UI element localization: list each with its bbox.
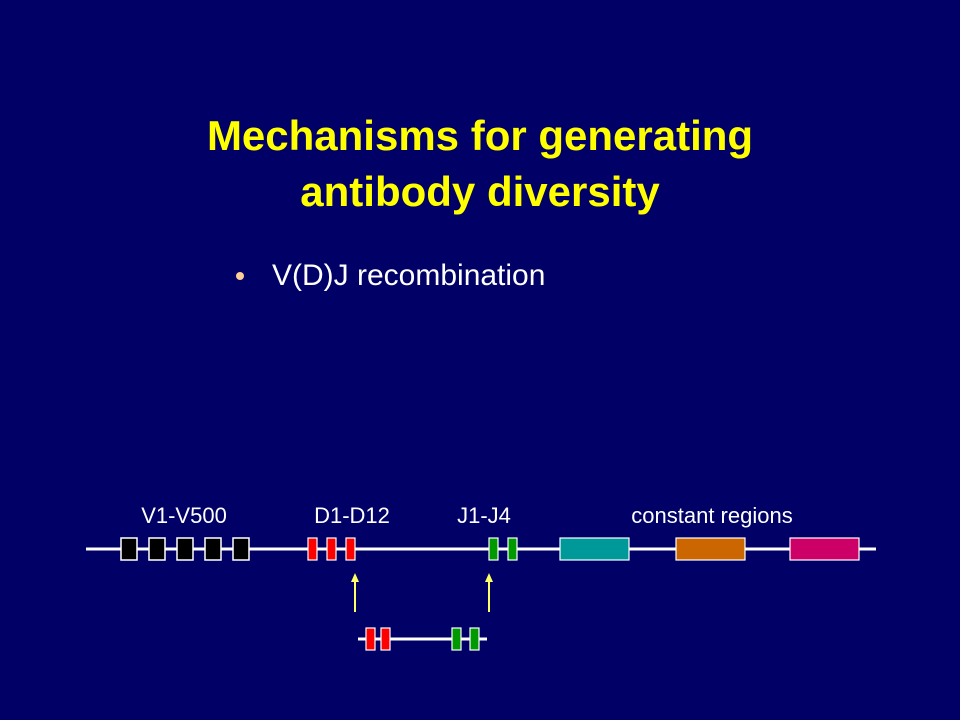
j-segment-group (488, 537, 518, 561)
v-segments-label: V1-V500 (141, 503, 227, 528)
rearranged-d-segment (380, 627, 391, 651)
arrow-head-icon (485, 573, 493, 582)
constant-region-1 (559, 537, 630, 561)
v-segment (120, 537, 138, 561)
v-segment-group (120, 537, 250, 561)
v-segment (232, 537, 250, 561)
d-segment (307, 537, 318, 561)
bullet-item: V(D)J recombination (236, 254, 545, 298)
rearranged-j-segment (469, 627, 480, 651)
d-segment (326, 537, 337, 561)
bullet-text: V(D)J recombination (272, 259, 546, 292)
rearranged-segment-group (365, 627, 480, 651)
slide-title: Mechanisms for generating antibody diver… (0, 108, 960, 220)
j-segment (507, 537, 518, 561)
title-line-1: Mechanisms for generating (206, 112, 754, 159)
d-segment-group (307, 537, 356, 561)
d-segment (345, 537, 356, 561)
v-segment (204, 537, 222, 561)
j-segment (488, 537, 499, 561)
constant-region-3 (789, 537, 860, 561)
constant-regions-label: constant regions (631, 503, 792, 528)
v-segment (148, 537, 166, 561)
title-line-2: antibody diversity (300, 168, 660, 215)
v-segment (176, 537, 194, 561)
rearranged-j-segment (451, 627, 462, 651)
constant-region-group (559, 537, 860, 561)
constant-region-2 (675, 537, 746, 561)
j-segments-label: J1-J4 (457, 503, 511, 528)
d-segments-label: D1-D12 (314, 503, 390, 528)
arrow-head-icon (351, 573, 359, 582)
rearranged-d-segment (365, 627, 376, 651)
recombination-arrows (351, 573, 493, 612)
bullet-dot-icon (236, 272, 244, 280)
